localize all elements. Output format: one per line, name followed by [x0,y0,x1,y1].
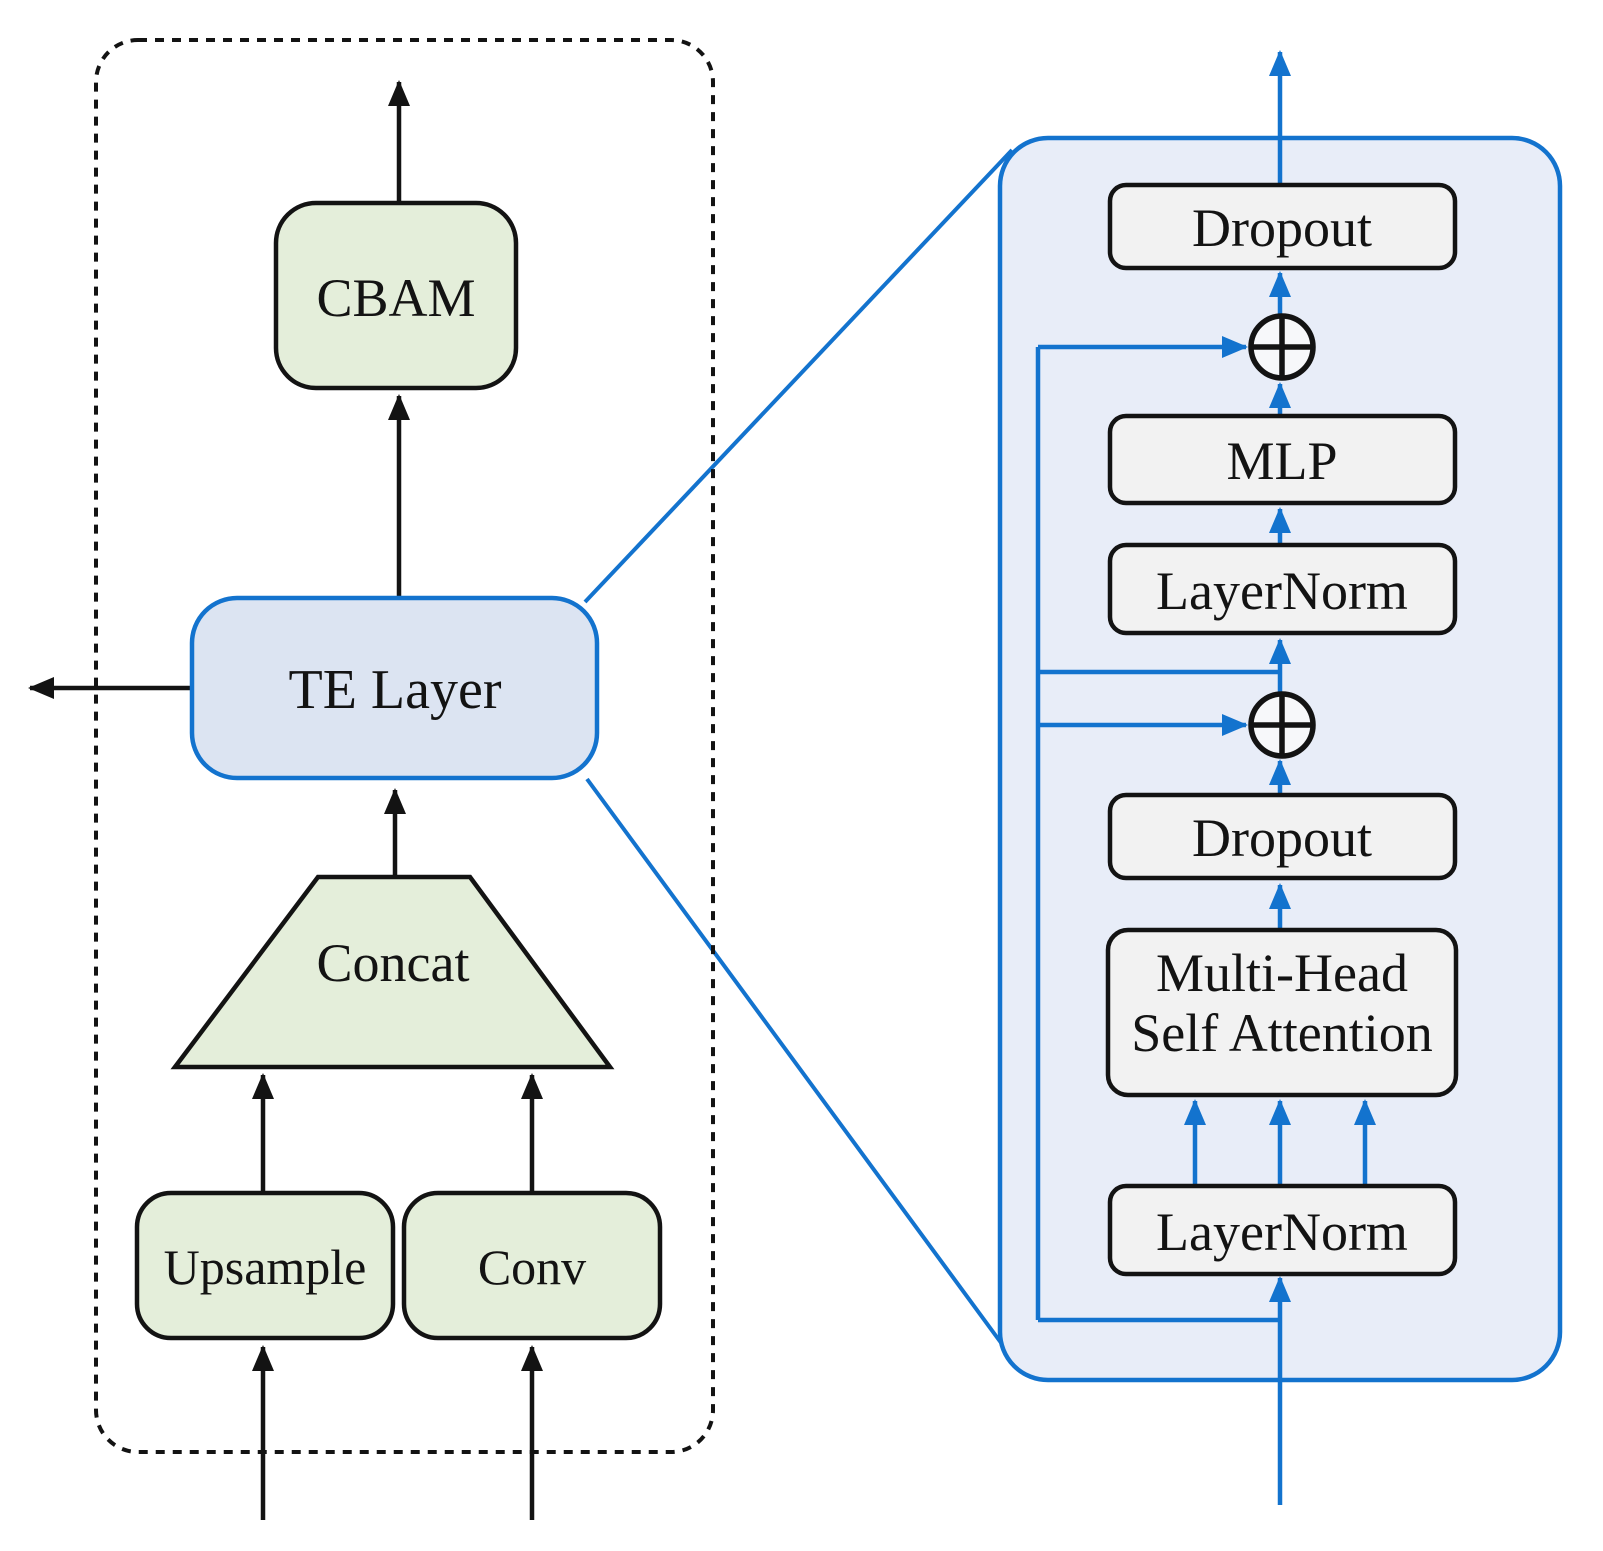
upsample-box [134,1190,396,1341]
layernorm-attn-block: LayerNorm [1107,1183,1458,1277]
concat-trapezoid [170,874,615,1070]
layernorm-mlp-box [1107,542,1458,636]
mhsa-label-line1: Multi-Head [1156,943,1408,1003]
te-detail-panel: Dropout MLP LayerNorm Dropout Multi-Head… [997,50,1563,1505]
layernorm-mlp-label: LayerNorm [1156,561,1408,621]
upsample-block: Upsample [134,1190,396,1341]
dropout-attn-label: Dropout [1192,808,1372,868]
mhsa-block: Multi-Head Self Attention [1105,927,1459,1098]
add-node-attn [1248,691,1316,759]
layernorm-attn-label: LayerNorm [1156,1202,1408,1262]
mlp-label: MLP [1226,431,1337,491]
mlp-box [1107,413,1458,506]
dropout-top-label: Dropout [1192,198,1372,258]
cbam-label: CBAM [316,268,475,328]
concat-label: Concat [317,933,470,993]
add-node-mlp [1248,313,1316,381]
dropout-top-box [1107,182,1458,271]
te-layer-label: TE Layer [289,659,502,721]
dropout-top-block: Dropout [1107,182,1458,271]
te-layer-box [189,595,600,781]
mhsa-label-line2: Self Attention [1131,1003,1432,1063]
left-module: CBAM TE Layer Concat Upsample Conv [28,38,715,1520]
conv-label: Conv [478,1239,586,1295]
mlp-block: MLP [1107,413,1458,506]
dashed-module-frame [94,38,715,1454]
concat-block: Concat [170,874,615,1070]
conv-block: Conv [401,1190,663,1341]
layernorm-attn-box [1107,1183,1458,1277]
expansion-line-bottom [585,777,1012,1357]
cbam-block: CBAM [273,200,519,391]
te-layer-block: TE Layer [189,595,600,781]
expansion-line-top [583,148,1014,604]
layernorm-mlp-block: LayerNorm [1107,542,1458,636]
mhsa-box [1105,927,1459,1098]
upsample-label: Upsample [164,1239,367,1295]
cbam-box [273,200,519,391]
dropout-attn-box [1107,792,1458,881]
dropout-attn-block: Dropout [1107,792,1458,881]
conv-box [401,1190,663,1341]
